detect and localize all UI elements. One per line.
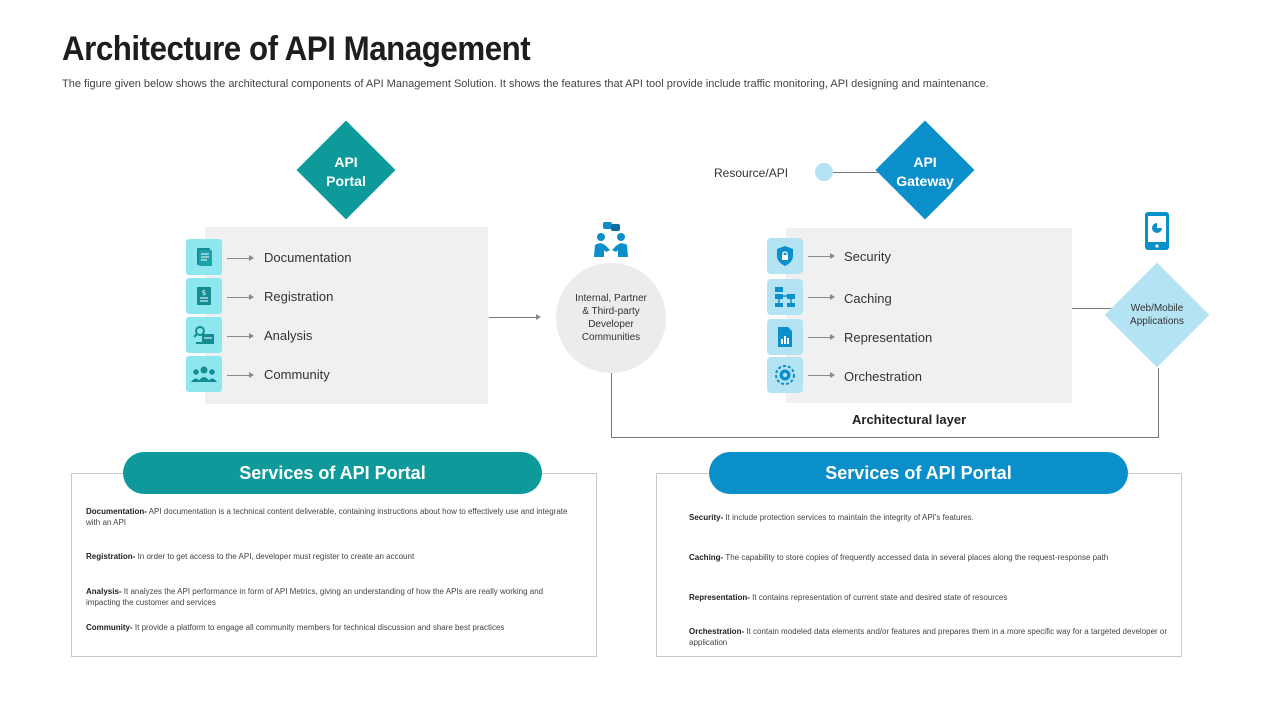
report-icon (778, 327, 792, 347)
registration-icon: $ (197, 287, 211, 305)
portal-arrow-4 (227, 375, 251, 376)
gateway-item-orchestration: Orchestration (844, 369, 923, 384)
analysis-icon (193, 326, 214, 344)
portal-diamond-line2: Portal (326, 173, 366, 189)
caching-icon (775, 287, 795, 307)
circle-down-line (611, 373, 612, 438)
portal-to-community-line (489, 317, 537, 318)
caching-icon-box (767, 279, 803, 315)
portal-arrowhead-1 (249, 255, 254, 261)
mobile-icon-wrap (1144, 211, 1170, 256)
portal-arrow-1 (227, 258, 251, 259)
services-left-term-1: Documentation- (86, 507, 147, 516)
services-left-entry-3: Analysis- It analyzes the API performanc… (86, 586, 576, 608)
services-left-text-3: It analyzes the API performance in form … (86, 587, 544, 607)
services-left-text-4: It provide a platform to engage all comm… (132, 623, 505, 632)
page-subtitle: The figure given below shows the archite… (62, 78, 989, 90)
resource-to-gateway-line (833, 172, 883, 173)
gateway-arrowhead-2 (830, 294, 835, 300)
services-right-term-2: Caching- (689, 553, 724, 562)
services-right-text-1: It include protection services to mainta… (723, 513, 974, 522)
portal-to-community-arrowhead (536, 314, 541, 320)
developers-icon-wrap (593, 222, 629, 263)
bottom-connector-line (611, 437, 1159, 438)
apps-label: Web/Mobile Applications (1130, 303, 1184, 327)
portal-arrowhead-2 (249, 294, 254, 300)
document-icon (197, 248, 212, 266)
gateway-arrowhead-1 (830, 253, 835, 259)
security-icon-box (767, 238, 803, 274)
services-right-text-2: The capability to store copies of freque… (723, 553, 1109, 562)
portal-item-registration: Registration (264, 289, 334, 304)
portal-diamond-label: API Portal (296, 153, 396, 191)
documentation-icon-box (186, 239, 222, 275)
services-right-card (656, 473, 1182, 657)
gateway-item-caching: Caching (844, 291, 892, 306)
services-left-entry-2: Registration- In order to get access to … (86, 551, 576, 562)
services-left-term-4: Community- (86, 623, 133, 632)
svg-text:$: $ (202, 289, 206, 297)
portal-item-documentation: Documentation (264, 250, 352, 265)
portal-arrow-2 (227, 297, 251, 298)
mobile-icon (1145, 212, 1169, 250)
services-right-term-4: Orchestration- (689, 627, 745, 636)
gateway-arrow-2 (808, 297, 832, 298)
resource-dot (815, 163, 833, 181)
gateway-panel (786, 228, 1072, 403)
services-left-text-1: API documentation is a technical content… (86, 507, 568, 527)
portal-arrow-3 (227, 336, 251, 337)
portal-item-community: Community (264, 367, 330, 382)
gateway-arrow-1 (808, 256, 832, 257)
services-left-entry-4: Community- It provide a platform to enga… (86, 622, 576, 633)
gateway-arrow-3 (808, 337, 832, 338)
gateway-item-representation: Representation (844, 330, 933, 345)
gateway-item-security: Security (844, 249, 891, 264)
portal-diamond-line1: API (334, 154, 358, 170)
portal-arrowhead-3 (249, 333, 254, 339)
developer-communities-node: Internal, Partner & Third-party Develope… (556, 263, 666, 373)
services-right-term-3: Representation- (689, 593, 750, 602)
gateway-arrow-4 (808, 375, 832, 376)
services-left-entry-1: Documentation- API documentation is a te… (86, 506, 576, 528)
services-right-heading: Services of API Portal (709, 452, 1128, 494)
services-right-entry-2: Caching- The capability to store copies … (689, 552, 1179, 563)
architectural-layer-label: Architectural layer (852, 412, 967, 427)
services-right-entry-4: Orchestration- It contain modeled data e… (689, 626, 1179, 648)
page-title: Architecture of API Management (62, 30, 531, 68)
orchestration-icon-box (767, 357, 803, 393)
gateway-diamond-line1: API (913, 154, 937, 170)
gateway-arrowhead-4 (830, 372, 835, 378)
shield-lock-icon (777, 246, 793, 266)
community-icon (191, 366, 217, 382)
services-left-text-2: In order to get access to the API, devel… (135, 552, 415, 561)
gateway-to-apps-line (1072, 308, 1112, 309)
developer-communities-label: Internal, Partner & Third-party Develope… (575, 293, 647, 343)
services-left-card (71, 473, 597, 657)
services-right-term-1: Security- (689, 513, 724, 522)
community-icon-box (186, 356, 222, 392)
apps-down-line (1158, 368, 1159, 438)
gateway-diamond-label: API Gateway (875, 153, 975, 191)
services-left-term-3: Analysis- (86, 587, 122, 596)
portal-item-analysis: Analysis (264, 328, 313, 343)
services-right-entry-1: Security- It include protection services… (689, 512, 1179, 523)
services-right-text-4: It contain modeled data elements and/or … (689, 627, 1168, 647)
gateway-diamond-line2: Gateway (896, 173, 954, 189)
portal-arrowhead-4 (249, 372, 254, 378)
gateway-arrowhead-3 (830, 334, 835, 340)
services-left-term-2: Registration- (86, 552, 136, 561)
gear-icon (775, 365, 795, 385)
registration-icon-box: $ (186, 278, 222, 314)
services-left-heading: Services of API Portal (123, 452, 542, 494)
developers-chat-icon (594, 222, 628, 257)
resource-api-label: Resource/API (714, 166, 789, 180)
analysis-icon-box (186, 317, 222, 353)
services-right-text-3: It contains representation of current st… (749, 593, 1008, 602)
representation-icon-box (767, 319, 803, 355)
services-right-entry-3: Representation- It contains representati… (689, 592, 1179, 603)
